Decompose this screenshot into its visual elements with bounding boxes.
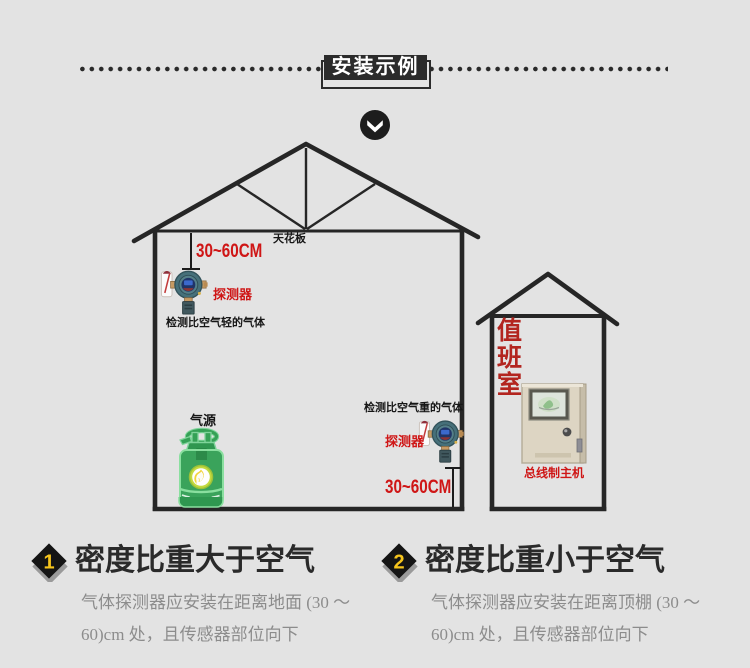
note-2-text: 气体探测器应安装在距离顶棚 (30 ～ 60)cm 处，且传感器部位向下 — [431, 587, 700, 651]
svg-text:1: 1 — [43, 552, 54, 574]
gas-detector-left — [160, 270, 209, 315]
note-2-title: 密度比重小于空气 — [425, 544, 665, 577]
scroll-down-button[interactable] — [360, 110, 390, 140]
gas-cylinder — [178, 427, 224, 508]
note-2-line2: 60)cm 处，且传感器部位向下 — [431, 625, 649, 644]
chevron-down-icon — [367, 120, 383, 133]
note-1-number-badge: 1 — [31, 543, 68, 582]
svg-text:2: 2 — [393, 552, 404, 574]
detector-label-left: 探测器 — [213, 287, 253, 302]
note-2-number-badge: 2 — [381, 543, 418, 582]
gas-source-label: 气源 — [190, 413, 217, 428]
note-1-line1: 气体探测器应安装在距离地面 (30 ～ — [81, 593, 351, 612]
duty-room-label: 值班室 — [496, 318, 522, 399]
gas-detector-right — [418, 420, 465, 463]
detector-label-right: 探测器 — [385, 434, 425, 449]
light-gas-note: 检测比空气轻的气体 — [166, 317, 265, 329]
note-1-text: 气体探测器应安装在距离地面 (30 ～ 60)cm 处，且传感器部位向下 — [81, 587, 350, 651]
note-2-line1: 气体探测器应安装在距离顶棚 (30 ～ — [431, 593, 701, 612]
top-distance-label: 30~60CM — [196, 241, 263, 262]
host-label: 总线制主机 — [524, 466, 585, 480]
heavy-gas-note: 检测比空气重的气体 — [364, 402, 463, 414]
note-1-line2: 60)cm 处，且传感器部位向下 — [81, 625, 299, 644]
bottom-distance-label: 30~60CM — [385, 477, 452, 498]
ceiling-label: 天花板 — [273, 232, 306, 245]
control-cabinet — [521, 383, 587, 464]
title-badge: 安装示例 — [324, 55, 427, 80]
note-1-title: 密度比重大于空气 — [75, 544, 315, 577]
